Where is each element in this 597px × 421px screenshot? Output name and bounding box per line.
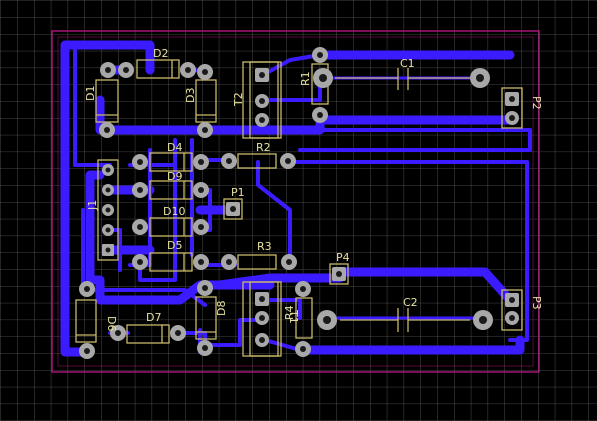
- label-d1: D1: [84, 86, 97, 101]
- p1-body: [223, 198, 243, 220]
- d10-body: [149, 217, 193, 237]
- p4-body: [329, 263, 349, 285]
- d9-body: [149, 180, 193, 200]
- label-t2: T2: [232, 92, 245, 107]
- r3-body: [237, 254, 277, 270]
- d6-body: [75, 299, 97, 343]
- component-labels: D2 D1 D3 T2 R1 C1 P2 D4 R2 D9 P1 J1 D10 …: [84, 47, 543, 331]
- p2-body: [501, 87, 523, 129]
- label-d8: D8: [215, 301, 228, 316]
- label-r2: R2: [256, 141, 271, 154]
- p3-body: [501, 289, 523, 331]
- label-j1: J1: [86, 200, 99, 211]
- label-c2: C2: [403, 296, 418, 309]
- label-t1: T1: [287, 309, 300, 324]
- label-c1: C1: [400, 57, 415, 70]
- label-r1: R1: [299, 71, 312, 86]
- d5-body: [149, 252, 193, 272]
- label-r3: R3: [257, 240, 272, 253]
- pad-holes: [84, 52, 515, 354]
- d8-body: [195, 296, 217, 340]
- label-d2: D2: [153, 47, 168, 60]
- board-outline: [51, 30, 540, 373]
- r2-body: [237, 153, 277, 169]
- label-d6: D6: [105, 316, 118, 331]
- r4-body: [295, 297, 313, 339]
- label-d7: D7: [146, 311, 161, 324]
- label-d5: D5: [167, 239, 182, 252]
- label-p1: P1: [231, 186, 245, 199]
- d3-body: [195, 79, 217, 123]
- j1-body: [97, 159, 119, 261]
- d4-body: [149, 152, 193, 172]
- label-r4: R4: [283, 305, 296, 320]
- label-d9: D9: [167, 170, 182, 183]
- board-inner-outline: [57, 36, 534, 367]
- label-p2: P2: [530, 96, 543, 110]
- label-d10: D10: [163, 205, 185, 218]
- label-p4: P4: [336, 251, 350, 264]
- d7-body: [126, 324, 170, 344]
- d2-body: [136, 59, 180, 79]
- label-d4: D4: [167, 141, 182, 154]
- label-p3: P3: [530, 296, 543, 310]
- label-d3: D3: [184, 88, 197, 103]
- silkscreen: [75, 59, 523, 357]
